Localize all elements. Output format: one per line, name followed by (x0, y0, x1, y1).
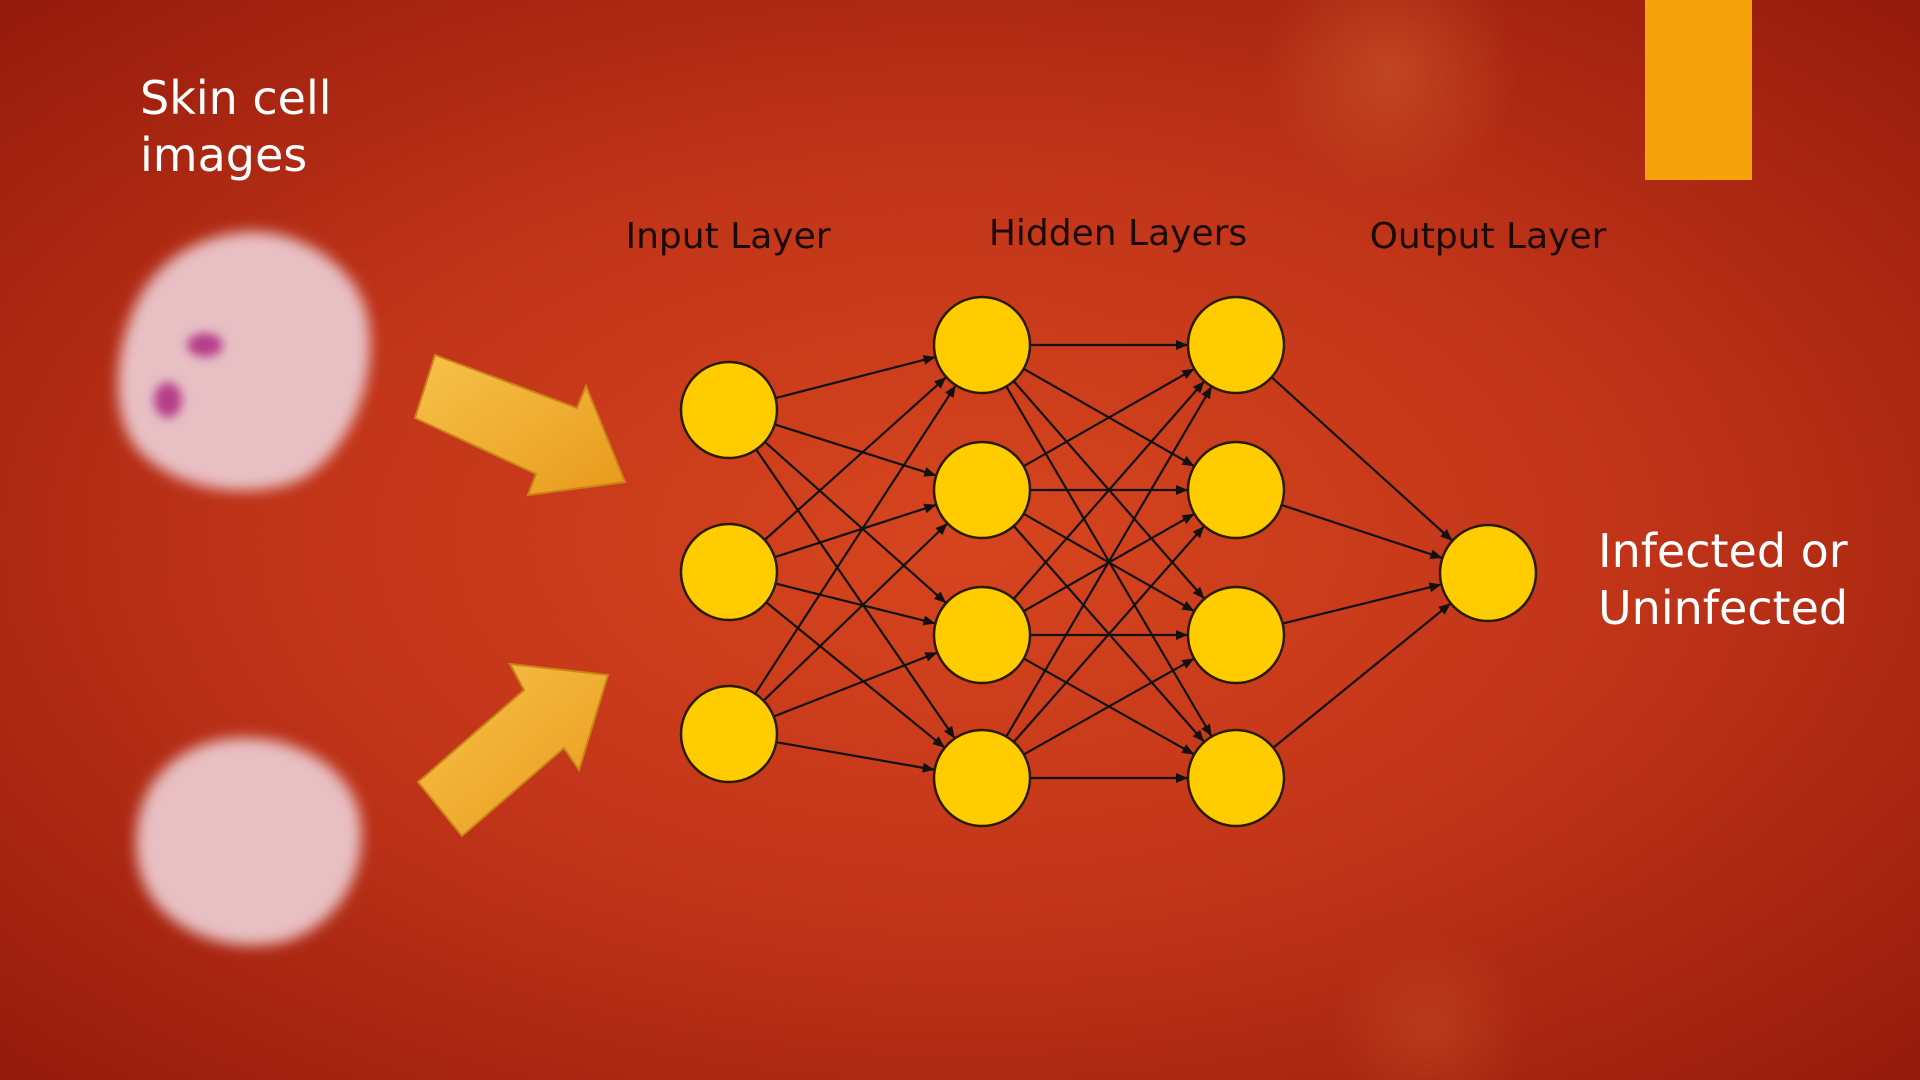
connection-edge (765, 601, 945, 748)
input-layer-node (679, 684, 779, 784)
connection-edge (774, 503, 937, 559)
hidden-layer-node (932, 440, 1032, 540)
hidden-layer-node (932, 295, 1032, 395)
output-layer-node (1438, 523, 1538, 623)
hidden-layer-node (1186, 440, 1286, 540)
connection-edge (1270, 376, 1453, 541)
accent-bar (1645, 0, 1752, 180)
connection-edge (1281, 503, 1443, 559)
hidden-layer-node (932, 585, 1032, 685)
connection-edge (1005, 386, 1213, 738)
output-layer-label: Output Layer (1370, 216, 1607, 257)
hidden-layer-node (1186, 295, 1286, 395)
connection-edge (762, 523, 948, 702)
connection-edges (754, 340, 1453, 783)
connection-edge (763, 376, 947, 541)
input-layer-label: Input Layer (625, 216, 830, 257)
upper-input-arrow (413, 353, 627, 497)
hidden-layers-label: Hidden Layers (989, 213, 1247, 254)
input-layer-node (679, 522, 779, 622)
hidden-layer-node (1186, 585, 1286, 685)
connection-edge (1012, 381, 1205, 600)
connection-edge (775, 355, 936, 400)
connection-edge (1272, 603, 1451, 749)
hidden-layer-node (1186, 728, 1286, 828)
connection-edge (1023, 368, 1195, 468)
connection-edge (776, 741, 935, 773)
infected-cell-image (118, 231, 371, 491)
connection-edge (1282, 582, 1442, 625)
connection-edge (1023, 658, 1195, 756)
classification-output-caption: Infected or Uninfected (1598, 524, 1849, 635)
skin-cell-images-caption: Skin cell images (140, 71, 332, 182)
connection-edge (774, 423, 937, 477)
hidden-layer-node (932, 728, 1032, 828)
connection-edge (773, 651, 938, 718)
connection-edge (754, 385, 957, 695)
lower-input-arrow (416, 662, 610, 838)
network-nodes (679, 295, 1538, 828)
input-layer-node (679, 360, 779, 460)
connection-edge (755, 448, 956, 739)
uninfected-cell-image (136, 738, 362, 946)
connection-edge (775, 582, 936, 626)
connection-edge (1012, 525, 1205, 743)
connection-edge (764, 441, 947, 604)
